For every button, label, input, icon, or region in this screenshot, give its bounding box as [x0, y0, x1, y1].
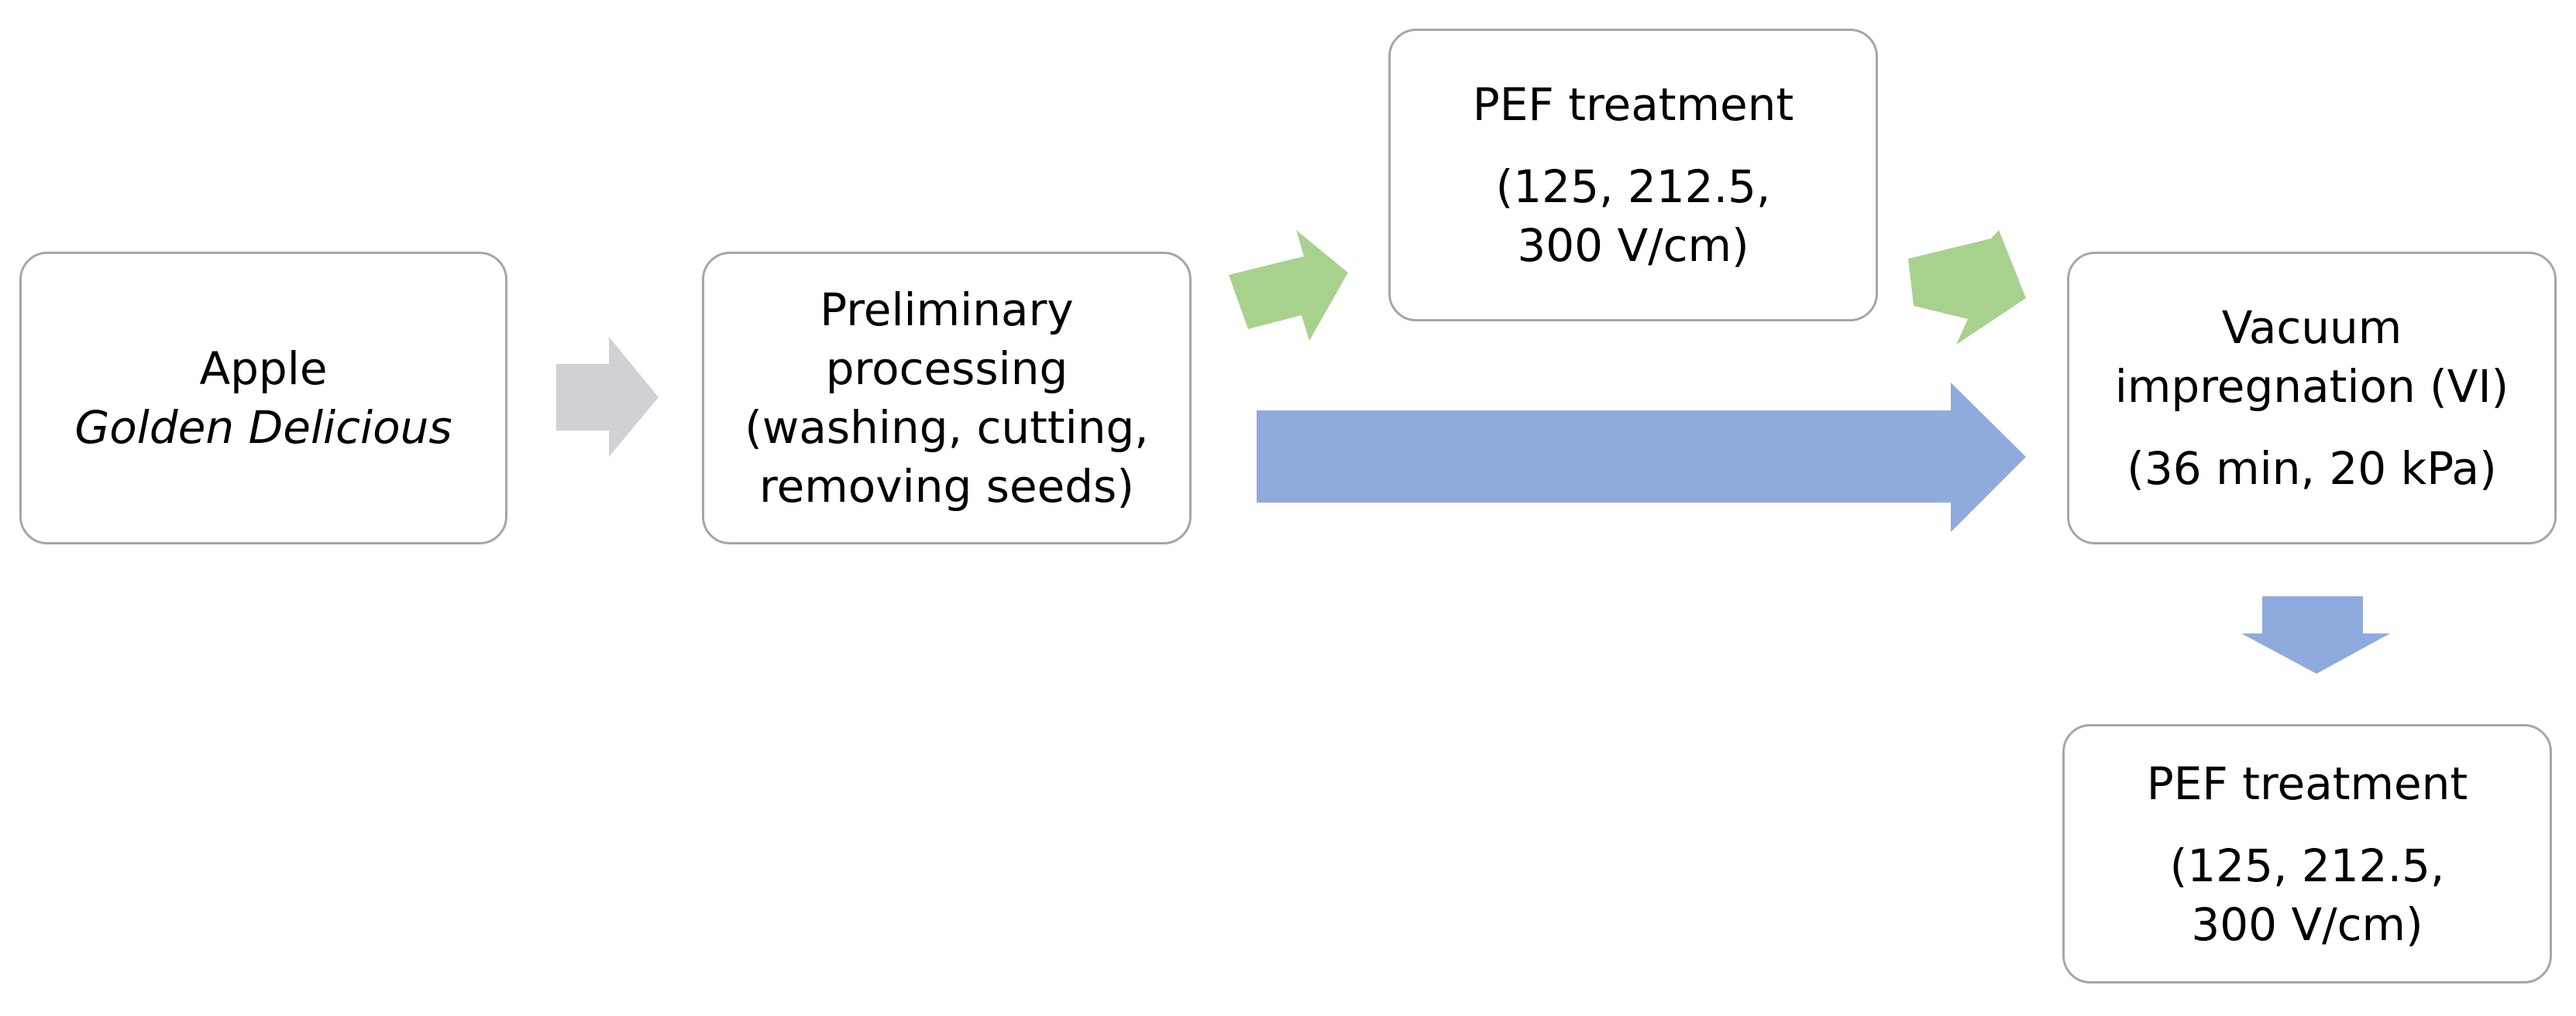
arrow-preliminary-to-pef-top [1229, 230, 1348, 341]
node-apple-title: Apple [199, 342, 328, 395]
node-pef-top-line3: 300 V/cm) [1517, 219, 1749, 272]
node-pef-treatment-bottom: PEF treatment (125, 212.5, 300 V/cm) [2062, 724, 2552, 983]
node-apple: Apple Golden Delicious [19, 252, 507, 544]
node-vacuum-line3: (36 min, 20 kPa) [2127, 442, 2497, 495]
node-pef-top-title: PEF treatment [1472, 78, 1794, 131]
node-pef-treatment-top: PEF treatment (125, 212.5, 300 V/cm) [1388, 29, 1878, 321]
node-vacuum-impregnation: Vacuum impregnation (VI) (36 min, 20 kPa… [2067, 252, 2557, 544]
node-pef-bottom-title: PEF treatment [2146, 757, 2468, 810]
node-preliminary-line4: removing seeds) [759, 460, 1134, 513]
node-pef-bottom-line2: (125, 212.5, [2169, 839, 2445, 892]
node-preliminary-line1: Preliminary [820, 283, 1074, 336]
arrow-preliminary-to-vacuum [1257, 383, 2026, 532]
node-vacuum-line2: impregnation (VI) [2114, 360, 2509, 413]
arrow-apple-to-preliminary [556, 337, 659, 457]
node-pef-bottom-line3: 300 V/cm) [2191, 898, 2423, 951]
node-pef-top-line2: (125, 212.5, [1495, 160, 1771, 213]
node-vacuum-line1: Vacuum [2221, 301, 2402, 354]
node-preliminary-processing: Preliminary processing (washing, cutting… [702, 252, 1192, 544]
arrow-vacuum-to-pef-bottom [2241, 596, 2390, 674]
node-apple-variety: Golden Delicious [74, 401, 452, 454]
node-preliminary-line2: processing [825, 342, 1068, 395]
arrow-pef-top-to-vacuum [1908, 230, 2026, 345]
node-preliminary-line3: (washing, cutting, [745, 401, 1149, 454]
